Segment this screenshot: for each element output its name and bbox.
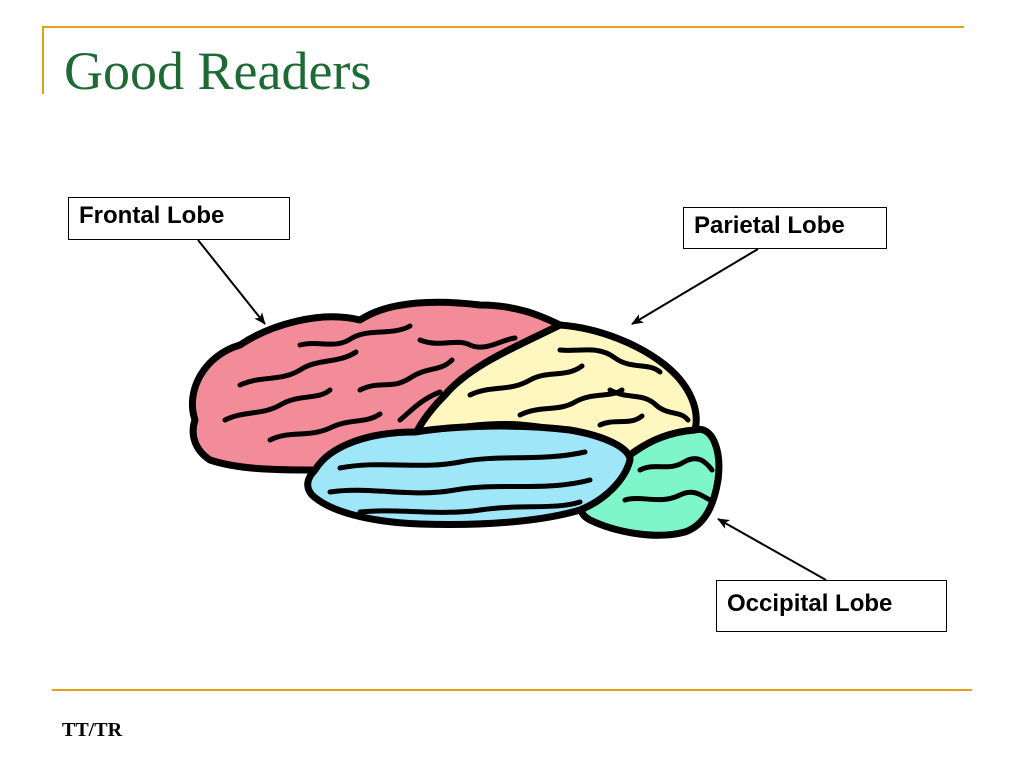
parietal-lobe-arrow [631, 248, 759, 325]
footer-rule [52, 689, 972, 691]
frontal-lobe-label: Frontal Lobe [68, 197, 290, 240]
title-accent-horizontal-rule [42, 26, 964, 28]
occipital-lobe-arrow [717, 518, 827, 581]
frontal-lobe-arrow [197, 239, 266, 325]
slide-title: Good Readers [64, 41, 372, 101]
temporal-lobe-region [304, 422, 634, 528]
footer-text: TT/TR [62, 719, 123, 741]
title-accent-vertical-rule [42, 26, 44, 94]
parietal-lobe-label: Parietal Lobe [683, 207, 887, 249]
brain-gyri-lines [222, 323, 715, 515]
occipital-lobe-label: Occipital Lobe [716, 580, 947, 632]
